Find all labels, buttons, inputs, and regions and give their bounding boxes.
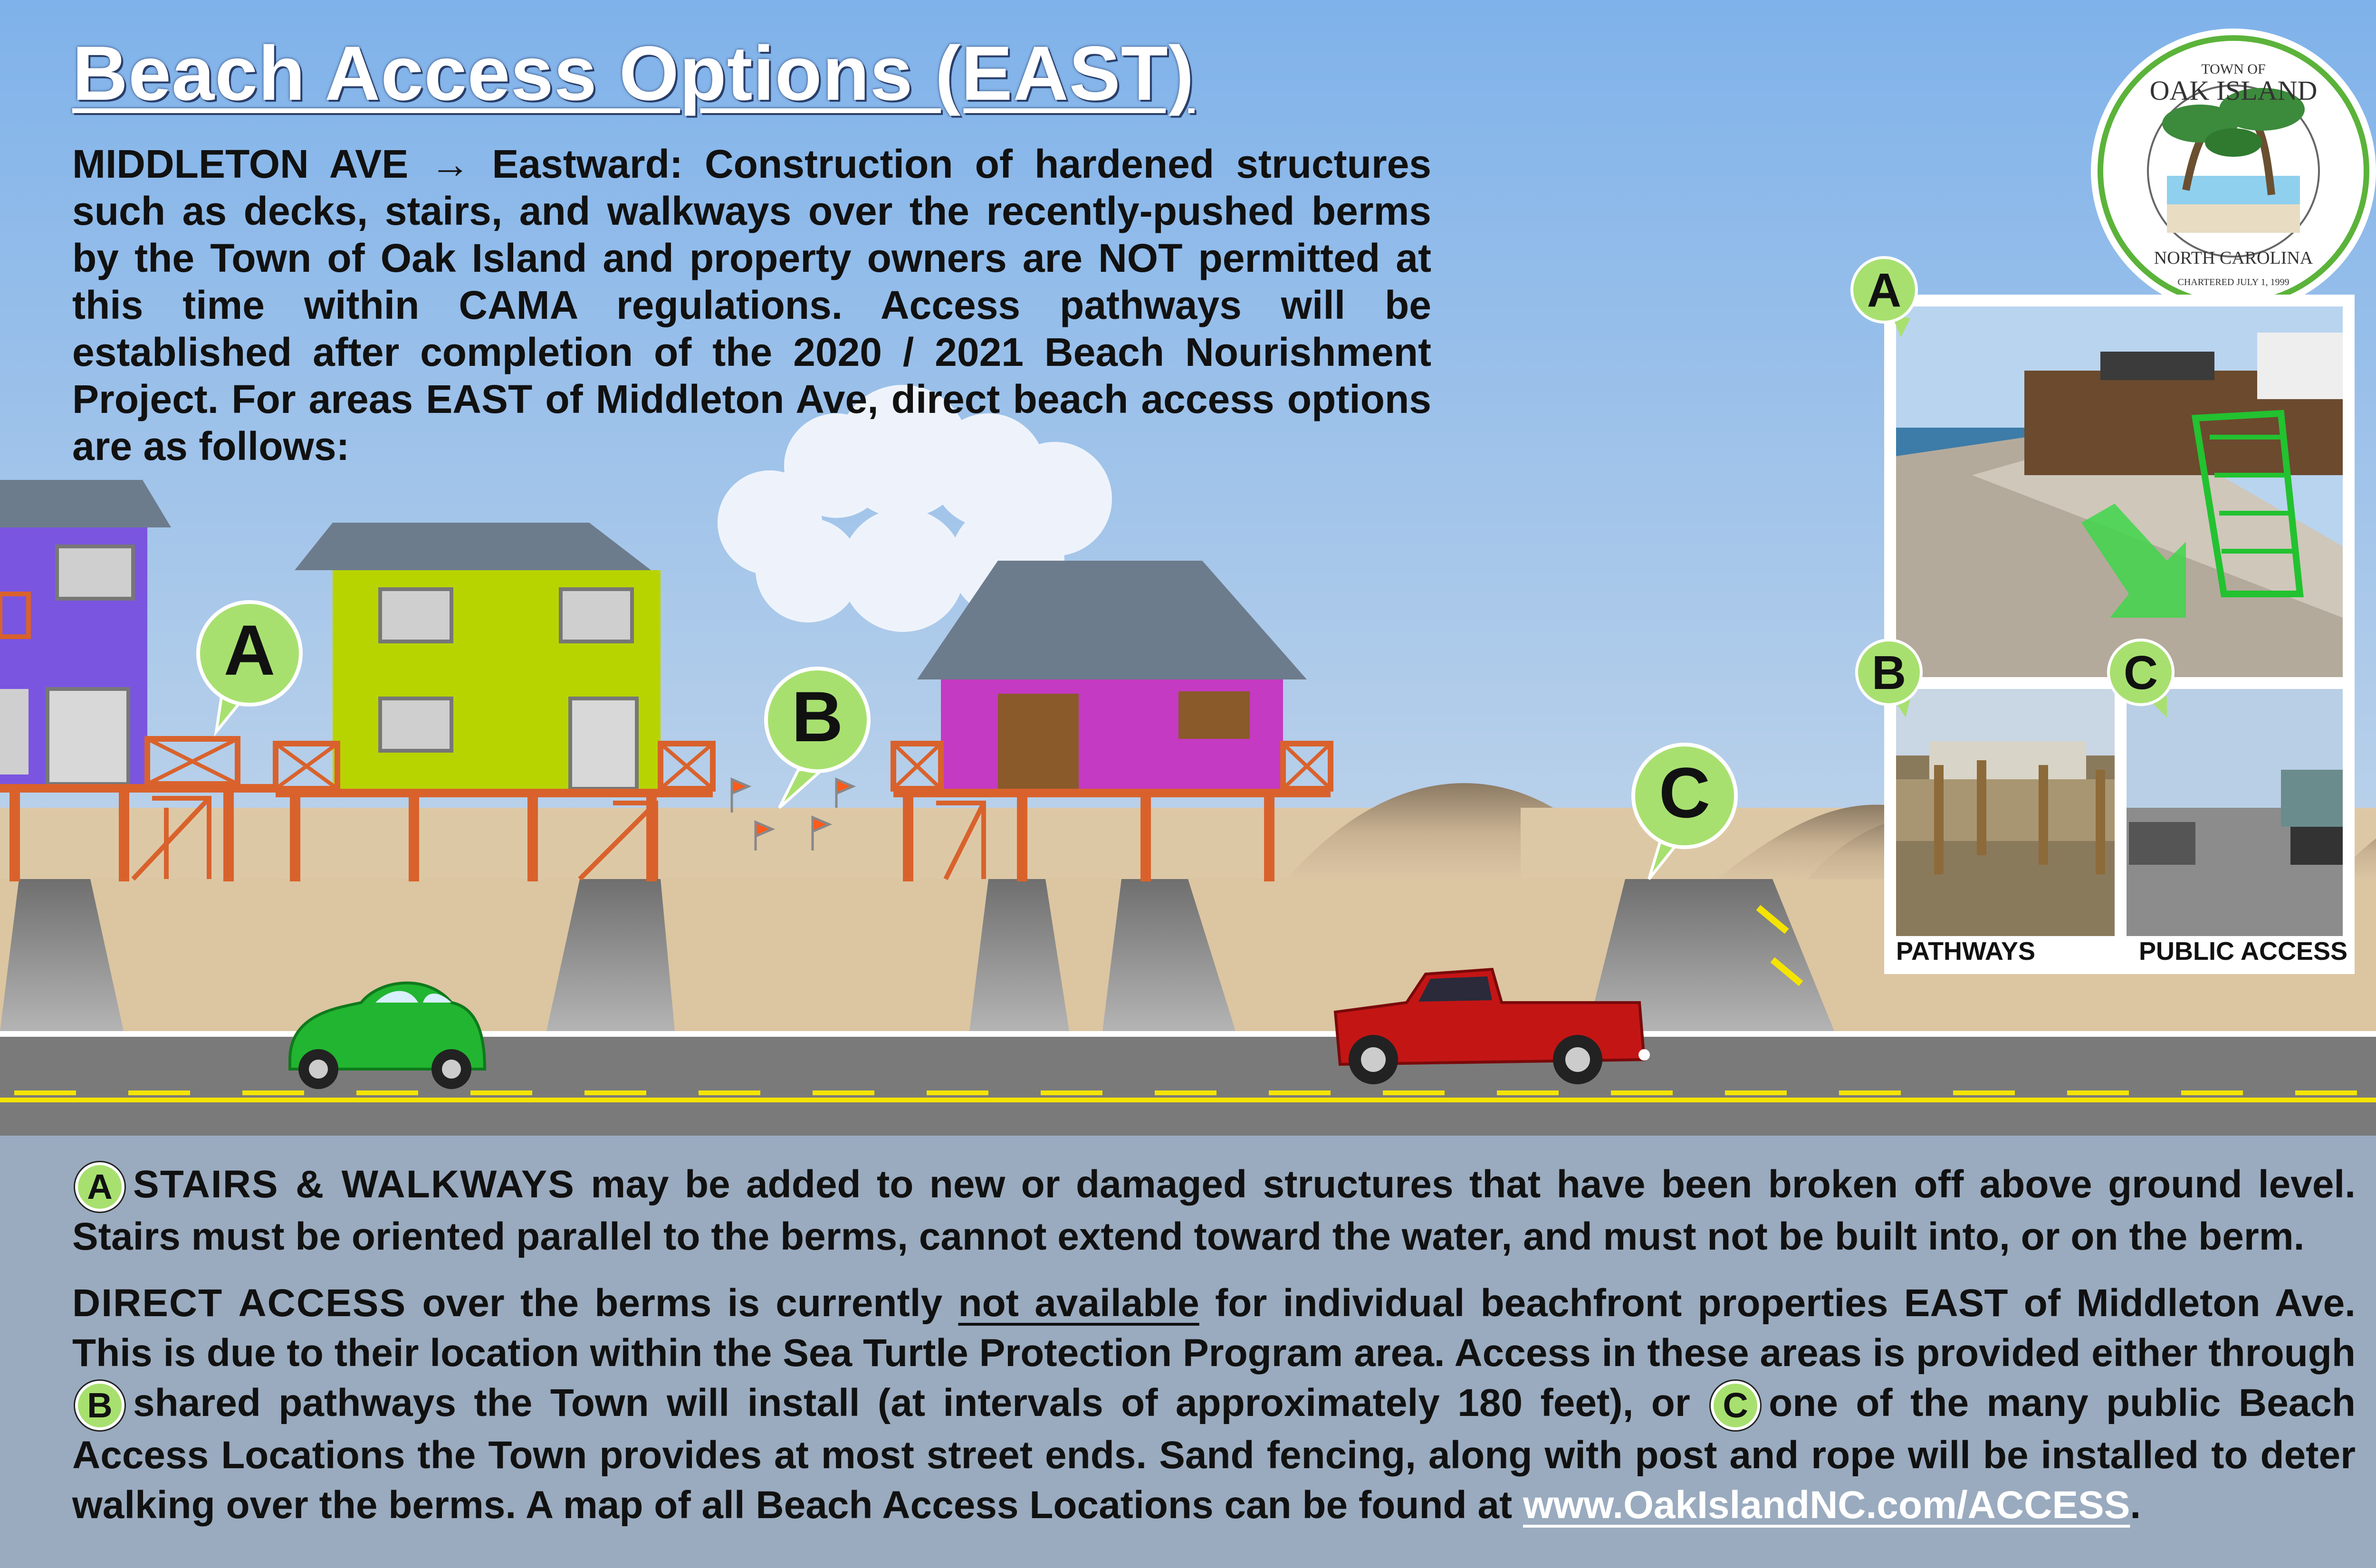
logo-chartered: CHARTERED JULY 1, 1999 <box>2178 277 2290 287</box>
red-truck <box>1333 967 1650 1084</box>
photo-pathways <box>1896 689 2115 936</box>
lane-dash <box>128 1090 190 1095</box>
note-b-text: shared pathways the Town will install (a… <box>133 1381 1690 1425</box>
intro-text: Construction of hardened structures such… <box>72 142 1432 468</box>
photo-a-badge: A <box>1850 256 1918 337</box>
illustration-scene: A B C TOWN OF OAK ISLAND NORTH CAROLINA … <box>0 0 2376 1136</box>
marker-b-label: B <box>792 677 843 756</box>
logo-name: OAK ISLAND <box>2150 75 2318 106</box>
note-b-badge: B <box>75 1381 125 1431</box>
street-end-paths <box>0 879 1834 1031</box>
svg-text:B: B <box>1872 646 1906 699</box>
photo-stairs <box>1896 306 2343 677</box>
lane-dash <box>1497 1090 1559 1095</box>
house-magenta <box>891 561 1333 881</box>
svg-text:A: A <box>1867 264 1901 317</box>
cloud <box>718 385 1112 632</box>
lane-dash <box>1155 1090 1217 1095</box>
note-end: . <box>2130 1483 2141 1527</box>
photo-c-caption: PUBLIC ACCESS <box>2139 937 2347 966</box>
marker-b: B <box>764 667 871 809</box>
lane-dash <box>1953 1090 2015 1095</box>
svg-text:C: C <box>2124 646 2158 699</box>
lane-dash <box>813 1090 874 1095</box>
lane-dash <box>242 1090 304 1095</box>
marker-c-label: C <box>1659 753 1710 832</box>
lane-dash <box>356 1090 418 1095</box>
note-c-badge: C <box>1711 1381 1761 1431</box>
lane-dash <box>2181 1090 2243 1095</box>
logo-top: TOWN OF <box>2201 61 2265 77</box>
photo-b-badge: B <box>1855 639 1923 717</box>
lane-dash <box>1839 1090 1901 1095</box>
marker-c: C <box>1631 743 1738 880</box>
lane-dash <box>2295 1090 2357 1095</box>
house-lime <box>273 523 716 881</box>
town-seal-logo: TOWN OF OAK ISLAND NORTH CAROLINA CHARTE… <box>2091 29 2376 314</box>
marker-a-label: A <box>224 610 275 690</box>
beach-illustration: A B C TOWN OF OAK ISLAND NORTH CAROLINA … <box>0 0 2376 1136</box>
path-flags <box>730 777 856 851</box>
lane-dash <box>470 1090 532 1095</box>
note-a-badge: A <box>75 1162 125 1212</box>
lane-dash <box>14 1090 76 1095</box>
photo-panel: PATHWAYS PUBLIC ACCESS A B C <box>1850 256 2355 974</box>
note-direct-access: DIRECT ACCESS over the berms is currentl… <box>72 1278 2356 1530</box>
green-car <box>288 981 487 1089</box>
lane-dash <box>1725 1090 1787 1095</box>
lane-dash <box>927 1090 988 1095</box>
logo-state: NORTH CAROLINA <box>2154 248 2313 268</box>
intro-paragraph: MIDDLETON AVE → Eastward: Construction o… <box>72 141 1431 470</box>
note-direct-text2: for individual beachfront properties EAS… <box>72 1281 2356 1375</box>
house-purple <box>0 480 276 881</box>
photo-c-badge: C <box>2107 639 2175 717</box>
photo-public-access <box>2127 689 2343 936</box>
note-a-text: may be added to new or damaged structure… <box>72 1163 2356 1259</box>
marker-a: A <box>196 600 303 737</box>
lane-dash <box>699 1090 760 1095</box>
lane-dash <box>1269 1090 1331 1095</box>
note-a-lead: STAIRS & WALKWAYS <box>133 1163 575 1206</box>
page-title: Beach Access Options (EAST) <box>72 30 1195 116</box>
photo-b-caption: PATHWAYS <box>1896 937 2035 966</box>
access-map-link[interactable]: www.OakIslandNC.com/ACCESS <box>1523 1483 2130 1527</box>
intro-lead: MIDDLETON AVE → Eastward: <box>72 142 683 186</box>
lane-dash <box>1611 1090 1673 1095</box>
lane-dash <box>1383 1090 1445 1095</box>
lane-dash <box>1041 1090 1102 1095</box>
lane-dash <box>2067 1090 2129 1095</box>
note-c-text: one of the many public Beach Access Loca… <box>72 1381 2356 1527</box>
not-available-text: not available <box>958 1281 1199 1325</box>
note-direct-lead: DIRECT ACCESS <box>72 1281 407 1325</box>
lane-dash <box>584 1090 646 1095</box>
note-direct-text1: over the berms is currently <box>422 1281 943 1325</box>
